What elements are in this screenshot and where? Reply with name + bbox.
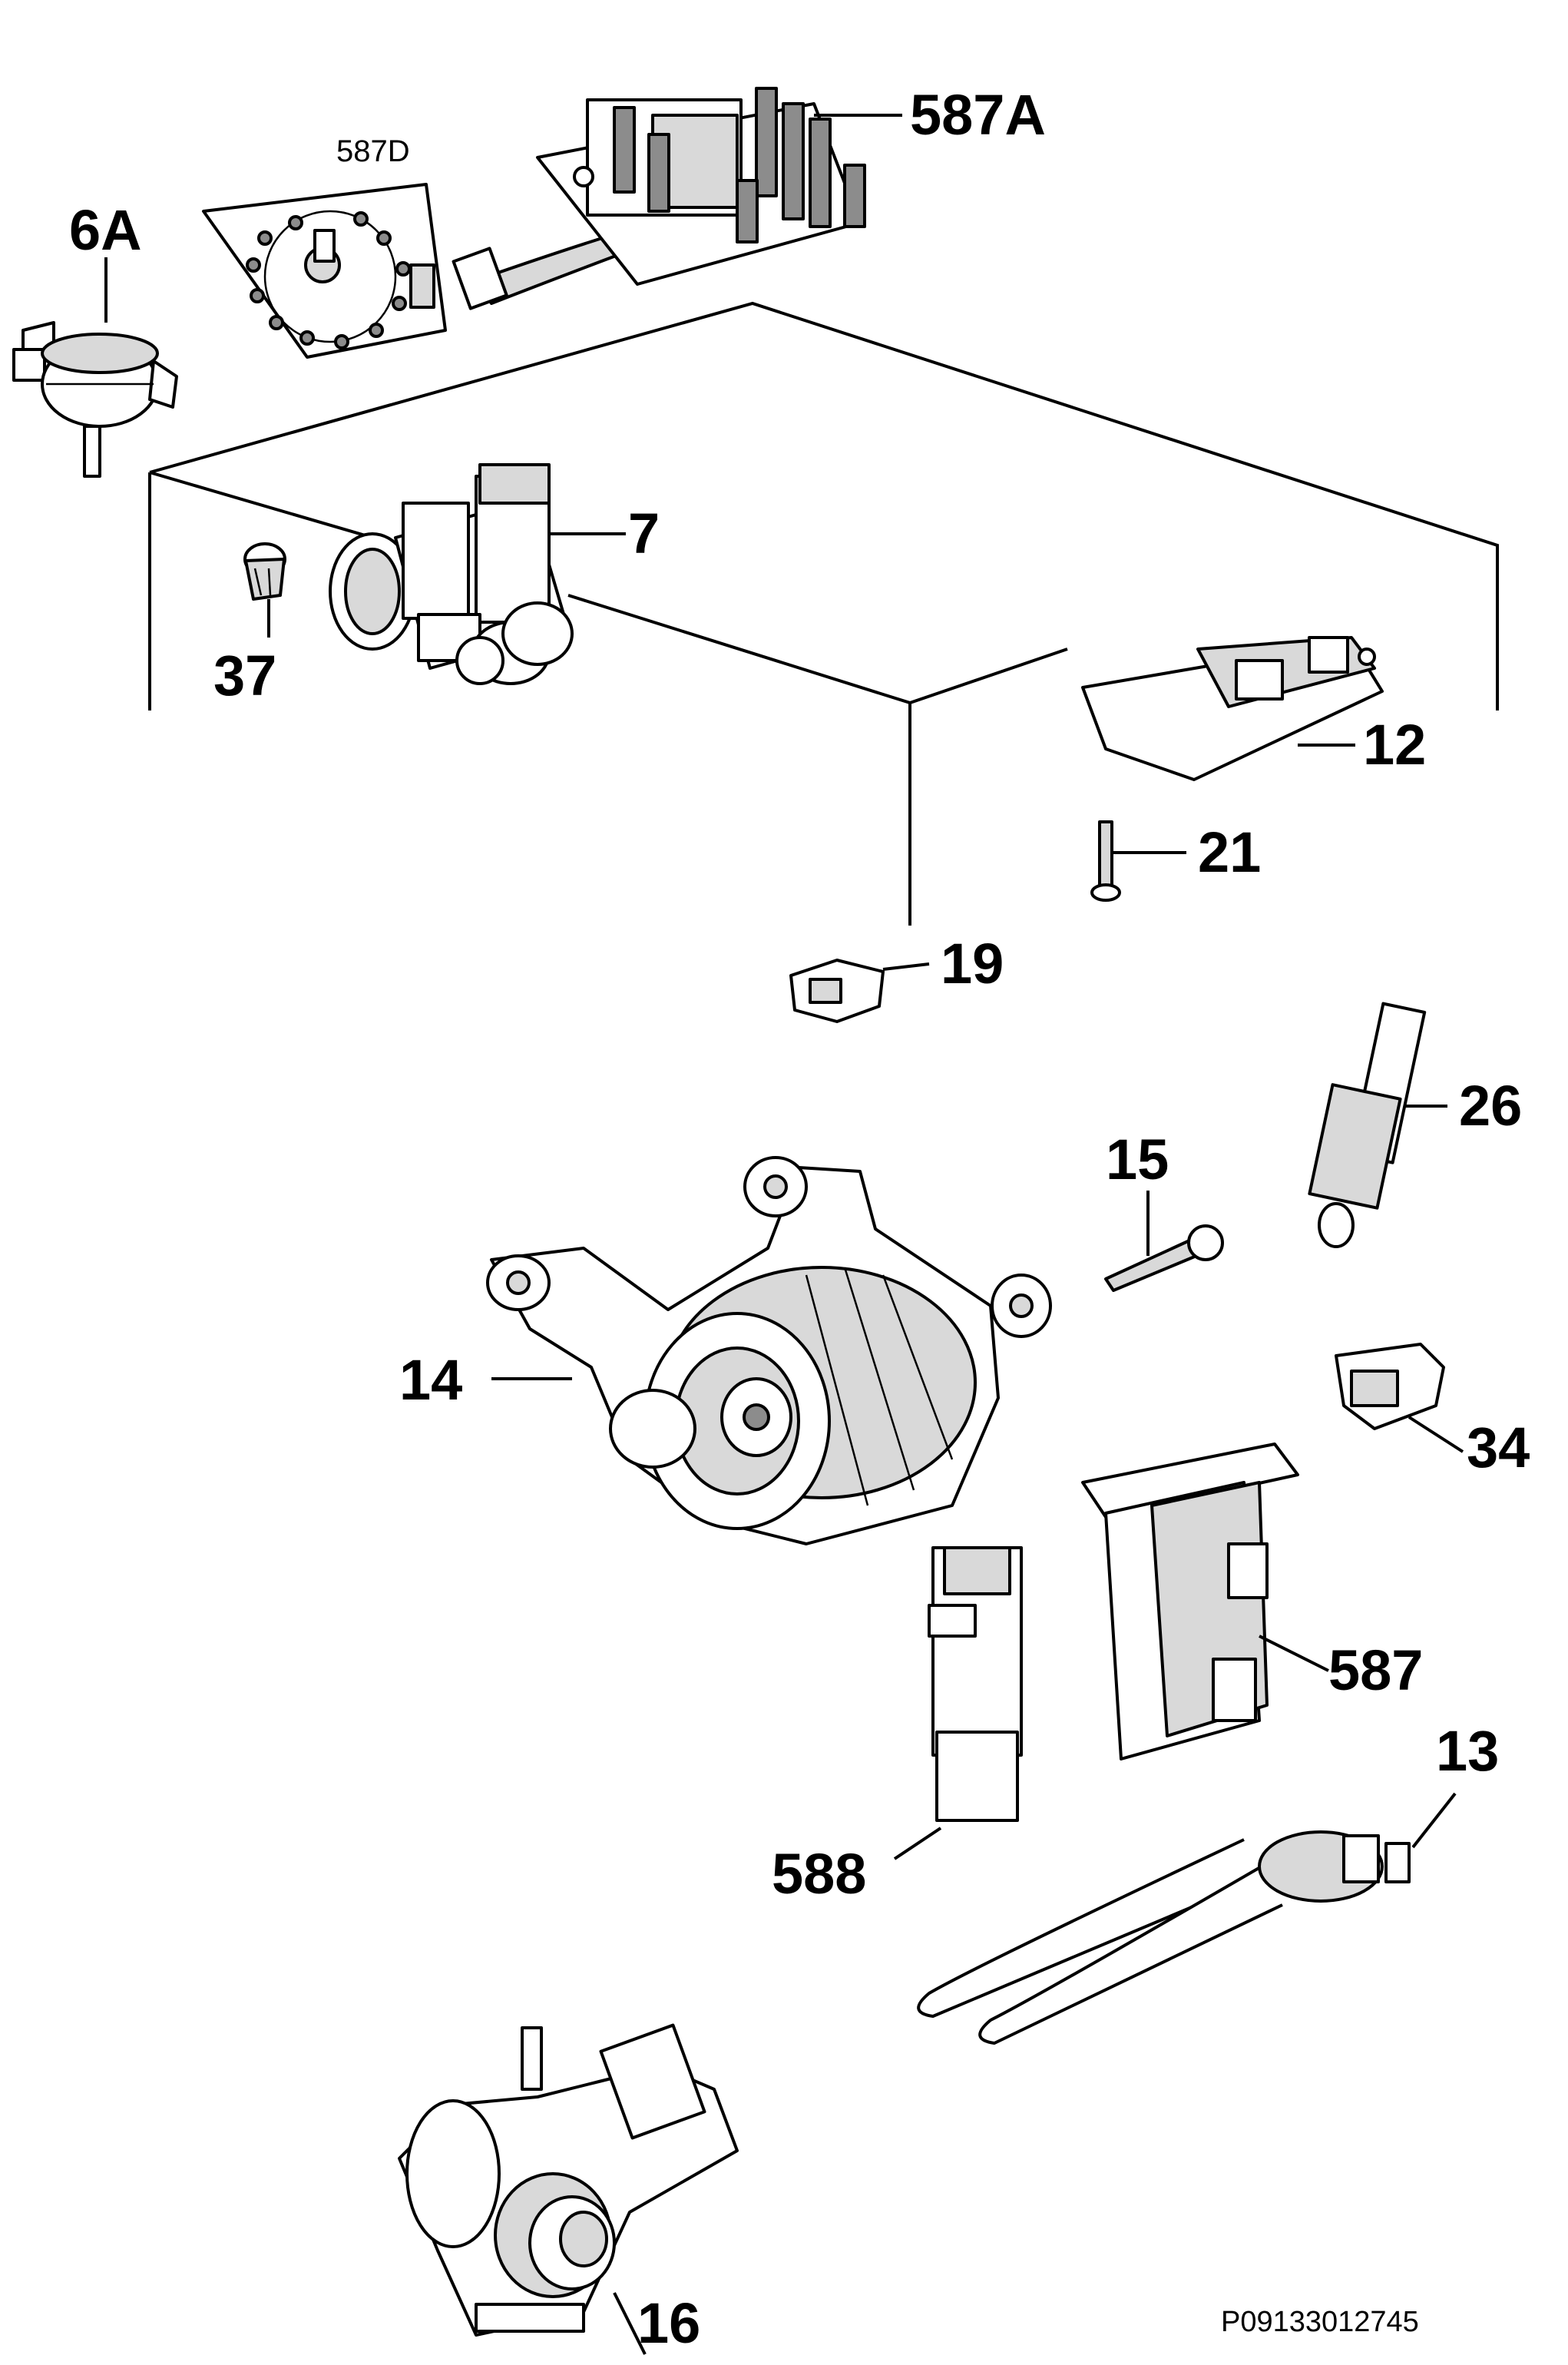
label-26: 26 [1459, 1074, 1522, 1138]
board-relays [613, 87, 866, 243]
label-19: 19 [941, 932, 1004, 995]
label-37: 37 [213, 644, 276, 707]
part-13-heating-element [917, 1792, 1457, 2045]
part-6a-pressure-switch [12, 257, 178, 478]
label-13: 13 [1436, 1719, 1499, 1783]
label-16: 16 [637, 2291, 700, 2355]
label-12: 12 [1363, 713, 1426, 777]
part-587-module [1081, 1443, 1329, 1761]
part-587a-main-board [452, 87, 902, 310]
part-21-screw [1090, 820, 1186, 902]
label-587d: 587D [336, 134, 410, 168]
board-contacts [246, 211, 411, 349]
part-16-drain-pump [398, 2023, 739, 2355]
label-6a: 6A [69, 198, 142, 262]
part-12-bracket [1081, 636, 1384, 781]
label-14: 14 [399, 1348, 462, 1412]
label-588: 588 [772, 1842, 866, 1906]
label-7: 7 [628, 502, 660, 565]
label-34: 34 [1467, 1416, 1530, 1479]
part-26-door-switch [1308, 1002, 1447, 1248]
part-34-cap [1335, 1343, 1464, 1453]
drawing-number: P09133012745 [1221, 2306, 1419, 2338]
label-21: 21 [1198, 820, 1261, 884]
cabinet-outline [148, 301, 1499, 926]
part-587d-control-board [202, 183, 447, 359]
part-37-filter [243, 542, 286, 638]
label-15: 15 [1106, 1128, 1169, 1191]
label-587: 587 [1328, 1638, 1423, 1702]
part-588-module [893, 1546, 1023, 1860]
part-7-inlet-valve [329, 463, 626, 685]
part-14-motor [486, 1156, 1052, 1545]
label-587a: 587A [910, 83, 1046, 147]
part-15-screw [1104, 1191, 1224, 1292]
part-19-clip [789, 959, 930, 1023]
